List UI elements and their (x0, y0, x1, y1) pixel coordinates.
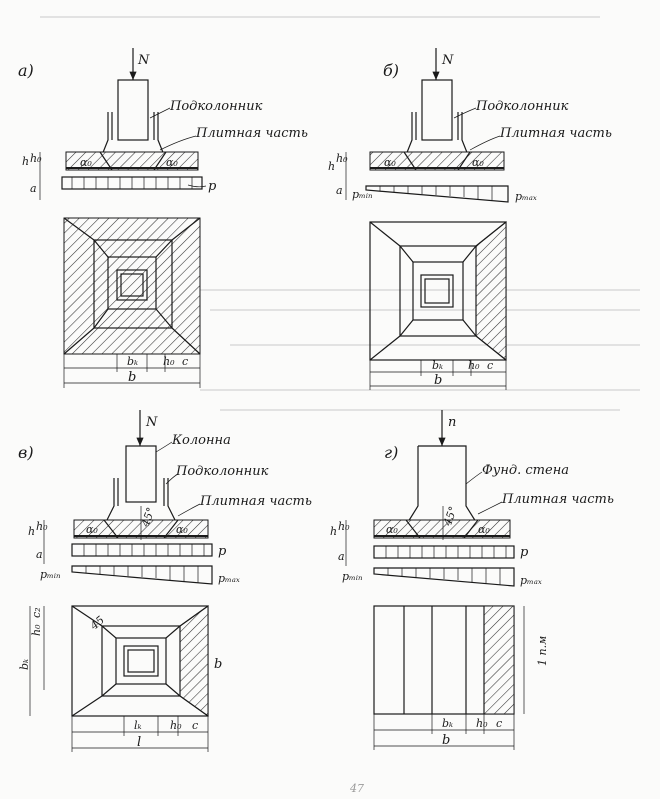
panel-v-letter: в) (18, 443, 34, 462)
background-bleed (40, 16, 640, 411)
panel-a-alpha-right: α₀ (166, 156, 178, 169)
panel-a-dim-h0c: h₀ (163, 355, 175, 368)
panel-b-dim-h0: h₀ (336, 152, 348, 165)
panel-a-slab (65, 151, 199, 171)
panel-g-dim-h0: h₀ (338, 520, 350, 533)
panel-v-slab-label: Плитная часть (199, 494, 312, 509)
panel-g-slab (373, 519, 511, 539)
panel-a-alpha-left: α₀ (80, 156, 92, 169)
panel-g-pmin: pₘᵢₙ (342, 570, 362, 583)
panel-v-dim-bk: bₖ (18, 659, 31, 670)
panel-a-column-plan (116, 269, 148, 301)
panel-v-dim-l: l (137, 735, 141, 750)
panel-a-letter: а) (18, 61, 34, 80)
panel-v-pressure-bar (71, 543, 213, 557)
panel-b-pressure-trapezoid (365, 185, 509, 203)
panel-g-pressure-trapezoid (373, 567, 515, 587)
panel-g-dim-bk: bₖ (442, 717, 453, 730)
panel-b-dim-h0c: h₀ (468, 359, 480, 372)
panel-b-pillar-label: Подколонник (475, 99, 569, 114)
panel-v-column-plan (123, 645, 159, 677)
panel-v-column-label: Колонна (171, 433, 231, 448)
panel-v-alpha-right: α₀ (176, 523, 188, 536)
panel-b-column-plan (420, 274, 454, 308)
panel-b-dim-bk: bₖ (432, 359, 443, 372)
panel-b-load-label: N (441, 53, 454, 68)
panel-g-pmax: pₘₐₓ (520, 574, 542, 587)
panel-v-pressure-label: p (218, 544, 227, 559)
panel-a-pressure-label: p (208, 179, 217, 194)
panel-b: б) N pₘᵢₙ pₘₐₓ h h₀ a α₀ α₀ Подколонник … (328, 48, 612, 390)
panel-a-column (117, 79, 149, 141)
panel-v-dim-a: a (36, 548, 43, 561)
panel-g: г) n 45° p pₘᵢₙ pₘₐₓ h h₀ a α₀ α₀ (330, 410, 614, 750)
panel-v-dim-c: c (192, 719, 198, 732)
panel-v-load-label: N (145, 415, 158, 430)
panel-b-pmax: pₘₐₓ (515, 190, 537, 203)
panel-b-letter: б) (383, 61, 399, 80)
panel-b-alpha-left: α₀ (384, 156, 396, 169)
panel-g-pressure-label: p (520, 545, 529, 560)
panel-b-slab-label: Плитная часть (499, 126, 612, 141)
panel-a-dim-c: c (182, 355, 188, 368)
panel-v-angle-plan: 45 (87, 613, 107, 633)
panel-g-pressure-bar (373, 545, 515, 559)
panel-a-load-label: N (137, 53, 150, 68)
panel-b-pmin: pₘᵢₙ (352, 188, 372, 201)
panel-g-dim-a: a (338, 550, 345, 563)
panel-g-dim-b: b (442, 733, 450, 748)
panel-v-dim-h0: h₀ (36, 520, 48, 533)
panel-v-dim-h: h (28, 525, 35, 538)
panel-g-slab-label: Плитная часть (501, 492, 614, 507)
panel-a-dim-b: b (128, 370, 136, 385)
panel-b-alpha-right: α₀ (472, 156, 484, 169)
panel-g-load-label: n (448, 415, 456, 430)
panel-v-dim-c2: c₂ (30, 607, 43, 618)
panel-g-dim-h0c: h₀ (476, 717, 488, 730)
panel-b-dim-c: c (487, 359, 493, 372)
panel-a-dim-a: a (30, 182, 37, 195)
panel-v-column (125, 445, 157, 503)
panel-v-pillar (103, 478, 179, 527)
panel-a-dim-h: h (22, 155, 29, 168)
panel-v-dim-h0s: h₀ (30, 624, 43, 636)
panel-g-wall-label: Фунд. стена (482, 463, 569, 478)
panel-a-pillar-label: Подколонник (169, 99, 263, 114)
panel-b-slab (369, 151, 505, 171)
panel-v-dim-h0c: h₀ (170, 719, 182, 732)
page-number: 47 (349, 782, 364, 795)
panel-b-dim-b: b (434, 373, 442, 388)
panel-v-pillar-label: Подколонник (175, 464, 269, 479)
panel-v-pmax: pₘₐₓ (218, 572, 240, 585)
panel-v-pmin: pₘᵢₙ (40, 568, 60, 581)
panel-a: а) N p h h₀ a α₀ α₀ Подколонник Плит (18, 48, 308, 388)
panel-v-dim-bside: b (214, 657, 222, 672)
panel-v-dim-lk: lₖ (134, 719, 142, 732)
panel-b-dim-h: h (328, 160, 335, 173)
panel-a-dim-bk: bₖ (127, 355, 138, 368)
panel-b-dim-a: a (336, 184, 343, 197)
panel-g-dim-len: 1 п.м (536, 636, 549, 666)
panel-a-plan-outer (63, 217, 201, 355)
panel-a-dim-h0: h₀ (30, 152, 42, 165)
panel-v-pressure-trapezoid (71, 565, 213, 585)
panel-b-column (421, 79, 453, 141)
panel-g-dim-h: h (330, 525, 337, 538)
panel-g-alpha-left: α₀ (386, 523, 398, 536)
panel-a-slab-label: Плитная часть (195, 126, 308, 141)
panel-g-alpha-right: α₀ (478, 523, 490, 536)
panel-v-alpha-left: α₀ (86, 523, 98, 536)
panel-v: в) N 45° p pₘᵢₙ pₘₐₓ h h₀ a α₀ (18, 410, 312, 752)
panel-g-wall (407, 445, 477, 523)
panel-g-dim-c: c (496, 717, 502, 730)
panel-g-letter: г) (384, 443, 398, 462)
